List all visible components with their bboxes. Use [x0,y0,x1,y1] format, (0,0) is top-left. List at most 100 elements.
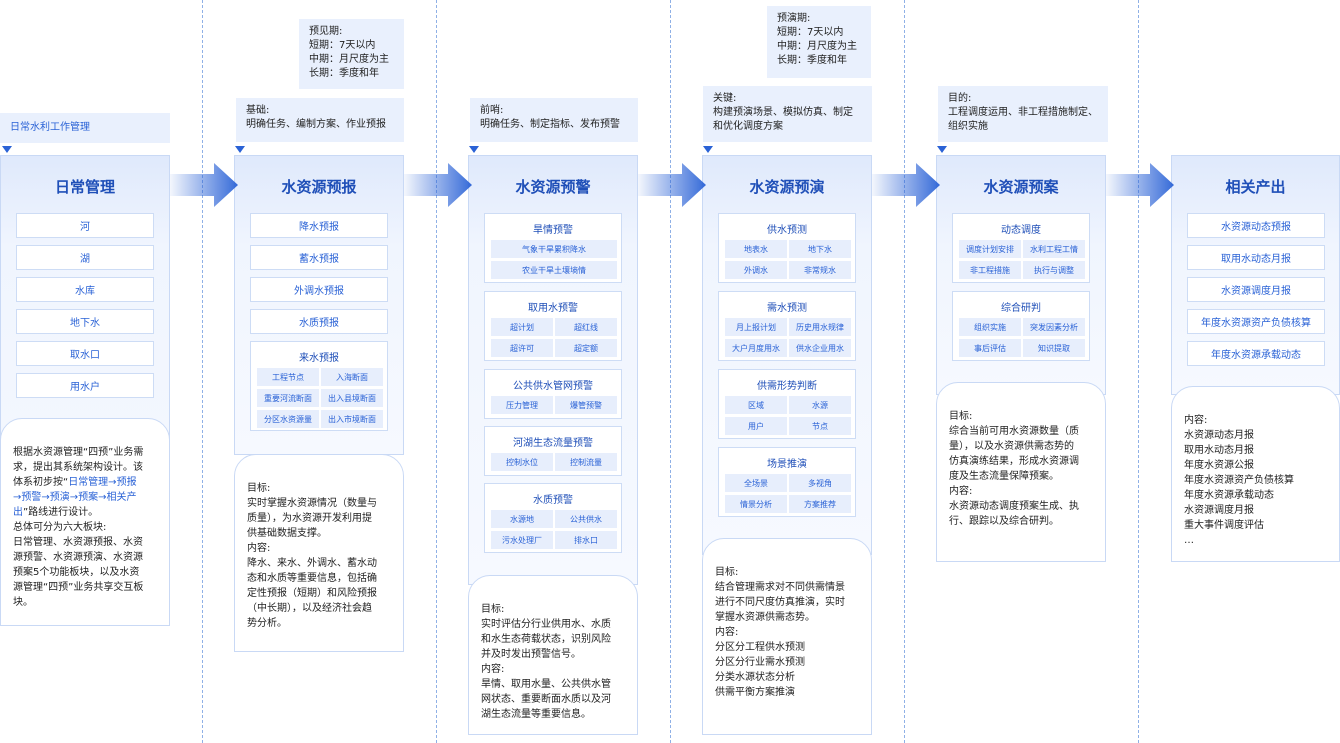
item-lake[interactable]: 湖 [16,245,154,270]
group-supply-demand-judgement: 供需形势判断 区域 水源 用户 节点 [718,369,856,439]
sub-item[interactable]: 月上报计划 [725,318,787,336]
sub-item[interactable]: 非常规水 [789,261,851,279]
column-separator [670,0,671,743]
note-forecast-basis: 基础: 明确任务、编制方案、作业预报 [236,98,404,142]
note-plan-purpose: 目的: 工程调度运用、非工程措施制定、 组织实施 [938,86,1108,142]
sub-item[interactable]: 超许可 [491,339,553,357]
group-supply-prediction: 供水预测 地表水 地下水 外调水 非常规水 [718,213,856,283]
output-item[interactable]: 水资源调度月报 [1187,277,1325,302]
sub-item[interactable]: 外调水 [725,261,787,279]
sub-item[interactable]: 压力管理 [491,396,553,414]
sub-item[interactable]: 重要河流断面 [257,389,319,407]
sub-item[interactable]: 爆管预警 [555,396,617,414]
item-river[interactable]: 河 [16,213,154,238]
sub-item[interactable]: 组织实施 [959,318,1021,336]
sub-item[interactable]: 公共供水 [555,510,617,528]
column-title: 水资源预报 [281,178,357,196]
column-title: 水资源预案 [983,178,1059,196]
item-precipitation-forecast[interactable]: 降水预报 [250,213,388,238]
output-item[interactable]: 年度水资源资产负债核算 [1187,309,1325,334]
marker-triangle [235,146,245,153]
marker-triangle [469,146,479,153]
desc-warning: 目标: 实时评估分行业供用水、水质 和水生态荷载状态，识别风险 并及时发出预警信… [468,575,638,735]
sub-item[interactable]: 入海断面 [321,368,383,386]
item-transfer-forecast[interactable]: 外调水预报 [250,277,388,302]
sub-item[interactable]: 排水口 [555,531,617,549]
group-inflow-forecast: 来水预报 工程节点 入海断面 重要河流断面 出入县境断面 分区水资源量 出入市境… [250,341,388,431]
sub-item[interactable]: 供水企业用水 [789,339,851,357]
group-comprehensive-judgement: 综合研判 组织实施 突发因素分析 事后评估 知识提取 [952,291,1090,361]
sub-item[interactable]: 知识提取 [1023,339,1085,357]
sub-item[interactable]: 污水处理厂 [491,531,553,549]
sub-item[interactable]: 控制流量 [555,453,617,471]
column-plan: 水资源预案 动态调度 调度计划安排 水利工程工情 非工程措施 执行与调整 综合研… [936,155,1106,395]
column-separator [202,0,203,743]
sub-item[interactable]: 调度计划安排 [959,240,1021,258]
column-title: 日常管理 [54,178,115,196]
sub-item[interactable]: 出入县境断面 [321,389,383,407]
sub-item[interactable]: 区域 [725,396,787,414]
item-water-user[interactable]: 用水户 [16,373,154,398]
sub-item[interactable]: 方案推荐 [789,495,851,513]
sub-item[interactable]: 用户 [725,417,787,435]
item-storage-forecast[interactable]: 蓄水预报 [250,245,388,270]
flow-arrow-icon [638,163,706,207]
marker-triangle [937,146,947,153]
sub-item[interactable]: 控制水位 [491,453,553,471]
sub-item[interactable]: 多视角 [789,474,851,492]
sub-item[interactable]: 突发因素分析 [1023,318,1085,336]
item-quality-forecast[interactable]: 水质预报 [250,309,388,334]
sub-item[interactable]: 气象干旱累积降水 [491,240,617,258]
column-title: 相关产出 [1225,178,1286,196]
sub-item[interactable]: 事后评估 [959,339,1021,357]
column-outputs: 相关产出 水资源动态预报 取用水动态月报 水资源调度月报 年度水资源资产负债核算… [1171,155,1340,395]
column-warning: 水资源预警 旱情预警 气象干旱累积降水 农业干旱土壤墒情 取用水预警 超计划 超… [468,155,638,585]
sub-item[interactable]: 情景分析 [725,495,787,513]
note-rehearsal-period: 预演期: 短期：7天以内 中期：月尺度为主 长期：季度和年 [767,6,871,78]
column-separator [1138,0,1139,743]
flow-arrow-icon [170,163,238,207]
group-quality-warning: 水质预警 水源地 公共供水 污水处理厂 排水口 [484,483,622,553]
sub-item[interactable]: 农业干旱土壤墒情 [491,261,617,279]
note-forecast-period: 预见期: 短期：7天以内 中期：月尺度为主 长期：季度和年 [299,19,404,89]
desc-rehearsal: 目标: 结合管理需求对不同供需情景 进行不同尺度仿真推演，实时 掌握水资源供需态… [702,538,872,735]
sub-item[interactable]: 超定额 [555,339,617,357]
desc-daily: 根据水资源管理“四预”业务需 求，提出其系统架构设计。该 体系初步按“日常管理→… [0,418,170,626]
output-item[interactable]: 水资源动态预报 [1187,213,1325,238]
sub-item[interactable]: 超计划 [491,318,553,336]
item-groundwater[interactable]: 地下水 [16,309,154,334]
output-item[interactable]: 年度水资源承载动态 [1187,341,1325,366]
group-pipe-network-warning: 公共供水管网预警 压力管理 爆管预警 [484,369,622,419]
sub-item[interactable]: 水源地 [491,510,553,528]
marker-triangle [2,146,12,153]
note-rehearsal-key: 关键: 构建预演场景、模拟仿真、制定 和优化调度方案 [703,86,872,142]
sub-item[interactable]: 分区水资源量 [257,410,319,428]
sub-item[interactable]: 水利工程工情 [1023,240,1085,258]
sub-item[interactable]: 大户月度用水 [725,339,787,357]
sub-item[interactable]: 节点 [789,417,851,435]
sub-item[interactable]: 超红线 [555,318,617,336]
sub-item[interactable]: 执行与调整 [1023,261,1085,279]
output-item[interactable]: 取用水动态月报 [1187,245,1325,270]
group-water-use-warning: 取用水预警 超计划 超红线 超许可 超定额 [484,291,622,361]
group-demand-prediction: 需水预测 月上报计划 历史用水规律 大户月度用水 供水企业用水 [718,291,856,361]
sub-item[interactable]: 地下水 [789,240,851,258]
sub-item[interactable]: 水源 [789,396,851,414]
sub-item[interactable]: 地表水 [725,240,787,258]
sub-item[interactable]: 非工程措施 [959,261,1021,279]
item-reservoir[interactable]: 水库 [16,277,154,302]
column-title: 水资源预演 [749,178,825,196]
desc-forecast: 目标: 实时掌握水资源情况（数量与 质量），为水资源开发利用提 供基础数据支撑。… [234,454,404,652]
sub-item[interactable]: 历史用水规律 [789,318,851,336]
sub-item[interactable]: 全场景 [725,474,787,492]
column-forecast: 水资源预报 降水预报 蓄水预报 外调水预报 水质预报 来水预报 工程节点 入海断… [234,155,404,455]
sub-item[interactable]: 工程节点 [257,368,319,386]
group-drought-warning: 旱情预警 气象干旱累积降水 农业干旱土壤墒情 [484,213,622,283]
column-title: 水资源预警 [515,178,591,196]
desc-plan: 目标: 综合当前可用水资源数量（质 量），以及水资源供需态势的 仿真演练结果，形… [936,382,1106,562]
sub-item[interactable]: 出入市境断面 [321,410,383,428]
item-intake[interactable]: 取水口 [16,341,154,366]
group-scenario-deduction: 场景推演 全场景 多视角 情景分析 方案推荐 [718,447,856,517]
marker-triangle [703,146,713,153]
column-separator [904,0,905,743]
